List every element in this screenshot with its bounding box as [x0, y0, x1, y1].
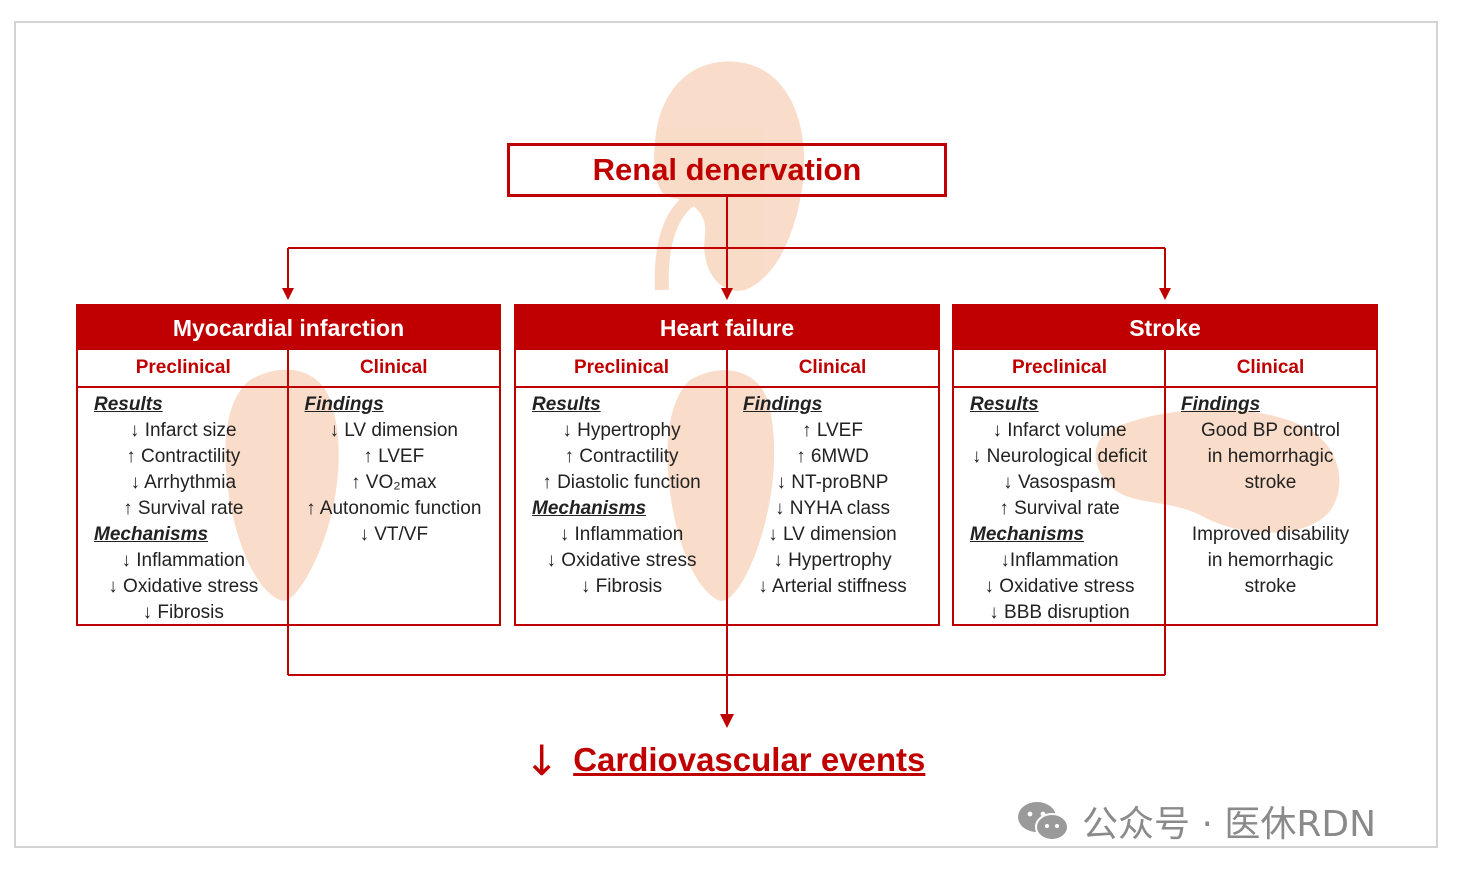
- list-item: stroke: [1244, 576, 1297, 597]
- panel-heading: Myocardial infarction: [78, 306, 499, 350]
- panel-heading: Heart failure: [516, 306, 938, 350]
- list-item: Good BP control: [1200, 420, 1341, 441]
- list-item: in hemorrhagic: [1207, 446, 1334, 467]
- list-item: ↑ Contractility: [126, 446, 241, 467]
- list-item: ↓ LV dimension: [768, 524, 897, 545]
- list-item: in hemorrhagic: [1207, 550, 1334, 571]
- list-item: ↓ Vasospasm: [1003, 472, 1116, 493]
- clinical-column: Findings ↓ LV dimension ↑ LVEF ↑ VO₂max ↑ Au…: [289, 392, 500, 548]
- clinical-label: Clinical: [727, 350, 938, 388]
- list-item: ↑ VO₂max: [351, 472, 437, 493]
- section-heading: Results: [970, 394, 1039, 415]
- myocardial-infarction-panel: Myocardial infarction Preclinical Clinic…: [76, 304, 501, 626]
- brain-illustration: [1095, 409, 1340, 533]
- list-item: ↓ Oxidative stress: [546, 550, 697, 571]
- arrow-heads: [282, 288, 1171, 728]
- watermark: 公众号 · 医休RDN: [1016, 795, 1376, 847]
- section-heading: Mechanisms: [94, 524, 209, 545]
- list-item: ↓ Inflammation: [121, 550, 246, 571]
- clinical-label: Clinical: [288, 350, 499, 388]
- section-heading: Findings: [1181, 394, 1261, 415]
- section-heading: Mechanisms: [970, 524, 1085, 545]
- preclinical-label: Preclinical: [78, 350, 289, 388]
- list-item: ↓ Fibrosis: [142, 602, 224, 623]
- list-item: ↓ Inflammation: [559, 524, 684, 545]
- list-item: ↓ Infarct volume: [992, 420, 1127, 441]
- list-item: ↑ LVEF: [363, 446, 425, 467]
- wechat-icon: [1018, 802, 1069, 841]
- section-heading: Findings: [304, 394, 384, 415]
- list-item: ↑ Contractility: [564, 446, 679, 467]
- list-item: ↓ Arrhythmia: [130, 472, 237, 493]
- renal-denervation-title: Renal denervation: [507, 143, 947, 197]
- list-item: ↓ Hypertrophy: [773, 550, 892, 571]
- section-heading: Findings: [743, 394, 823, 415]
- list-item: ↓ LV dimension: [329, 420, 459, 441]
- list-item: ↓ BBB disruption: [989, 602, 1130, 623]
- heart-failure-panel: Heart failure Preclinical Clinical Resul…: [514, 304, 940, 626]
- watermark-text: 公众号 · 医休RDN: [1082, 804, 1376, 845]
- list-item: ↓ NT-proBNP: [776, 472, 889, 493]
- list-item: ↓ NYHA class: [774, 498, 891, 519]
- list-item: ↑ Diastolic function: [542, 472, 701, 493]
- cardiovascular-events-outcome: ↓ Cardiovascular events: [524, 735, 926, 785]
- list-item: stroke: [1244, 472, 1297, 493]
- section-heading: Results: [94, 394, 163, 415]
- section-heading: Results: [532, 394, 601, 415]
- outcome-label: Cardiovascular events: [573, 741, 926, 778]
- list-item: ↓ VT/VF: [359, 524, 429, 545]
- preclinical-column: Results ↓ Hypertrophy ↑ Contractility ↑ Dia…: [516, 392, 727, 600]
- preclinical-label: Preclinical: [954, 350, 1165, 388]
- list-item: ↓ Oxidative stress: [984, 576, 1135, 597]
- list-item: ↑ Autonomic function: [306, 498, 482, 519]
- connector-lines: [287, 197, 1166, 715]
- preclinical-column: Results ↓ Infarct size ↑ Contractility ↓ Ar…: [78, 392, 289, 626]
- heart-illustration: [225, 369, 775, 601]
- clinical-label: Clinical: [1165, 350, 1376, 388]
- list-item: ↑ Survival rate: [999, 498, 1120, 519]
- list-item: ↓Inflammation: [1000, 550, 1119, 571]
- list-item: ↓ Infarct size: [129, 420, 237, 441]
- preclinical-column: Results ↓ Infarct volume ↓ Neurological de…: [954, 392, 1165, 626]
- stroke-panel: Stroke Preclinical Clinical Results ↓ Inf…: [952, 304, 1378, 626]
- list-item: ↓ Hypertrophy: [562, 420, 681, 441]
- section-heading: Mechanisms: [532, 498, 647, 519]
- list-item: ↑ 6MWD: [796, 446, 869, 467]
- panel-heading: Stroke: [954, 306, 1376, 350]
- spacer: [1165, 496, 1376, 522]
- figure-frame: [14, 21, 1438, 848]
- down-arrow-icon: ↓: [524, 735, 560, 785]
- list-item: ↓ Arterial stiffness: [758, 576, 907, 597]
- list-item: Improved disability: [1191, 524, 1350, 545]
- clinical-column: Findings ↑ LVEF ↑ 6MWD ↓ NT-proBNP ↓ NYHA cl…: [727, 392, 938, 600]
- list-item: ↓ Neurological deficit: [971, 446, 1148, 467]
- list-item: ↓ Fibrosis: [580, 576, 663, 597]
- list-item: ↑ LVEF: [802, 420, 863, 441]
- list-item: ↓ Oxidative stress: [108, 576, 259, 597]
- list-item: ↑ Survival rate: [123, 498, 244, 519]
- preclinical-label: Preclinical: [516, 350, 727, 388]
- kidney-illustration: [654, 61, 805, 291]
